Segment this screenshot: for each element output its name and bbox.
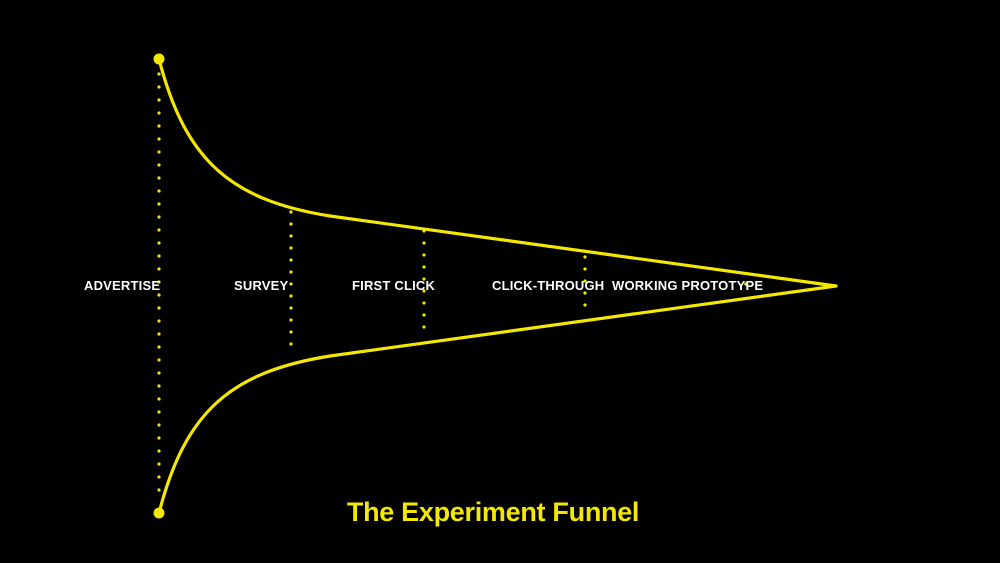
funnel-top-endpoint bbox=[153, 53, 165, 65]
stage-label-click-through: CLICK-THROUGH bbox=[492, 278, 604, 293]
diagram-title: The Experiment Funnel bbox=[346, 497, 640, 527]
stage-label-advertise: ADVERTISE bbox=[84, 278, 160, 293]
funnel-bottom-endpoint bbox=[153, 507, 165, 519]
stage-label-working-prototype: WORKING PROTOTYPE bbox=[612, 278, 763, 293]
stage-label-survey: SURVEY bbox=[234, 278, 289, 293]
stage-label-first-click: FIRST CLICK bbox=[352, 278, 435, 293]
stage-marker-working-prototype bbox=[744, 282, 748, 286]
funnel-top-curve bbox=[157, 57, 838, 288]
funnel-bottom-curve bbox=[157, 284, 838, 515]
